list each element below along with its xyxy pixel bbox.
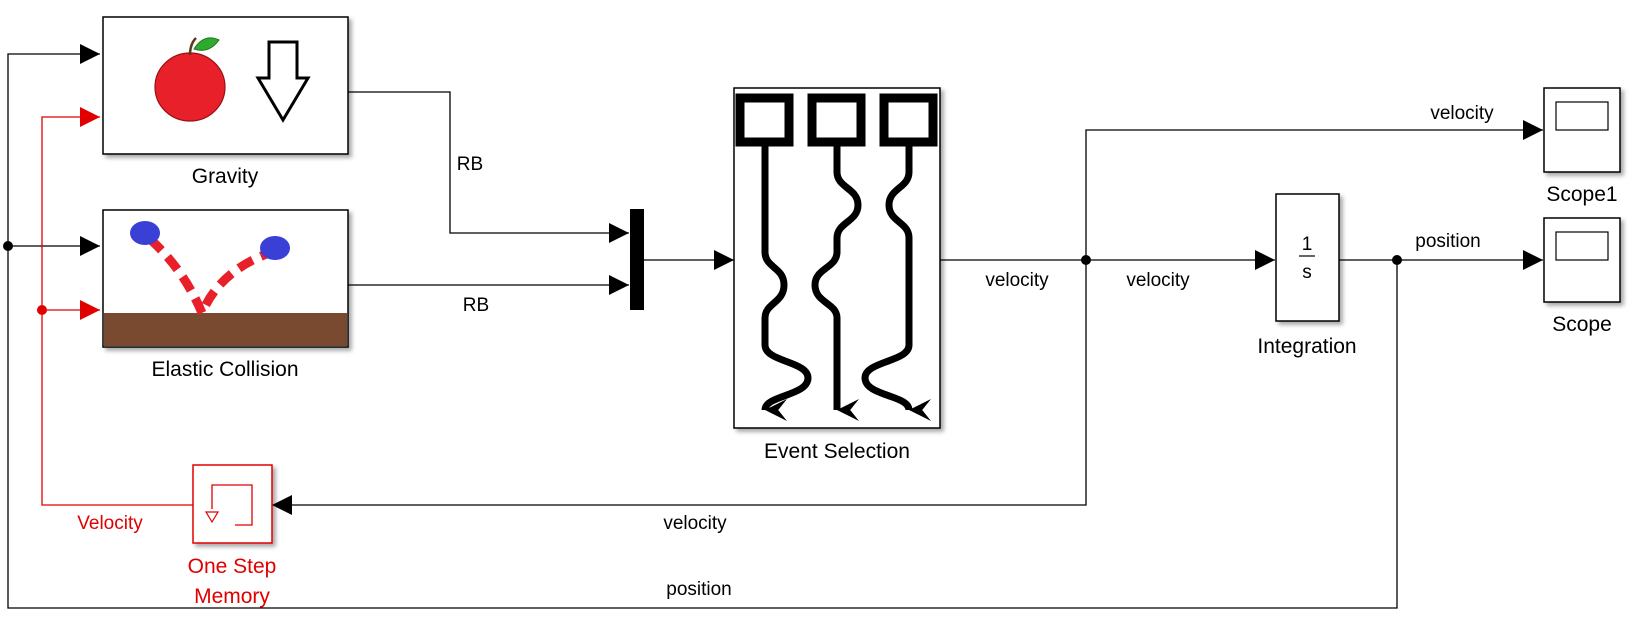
event-routing-icon [761,142,932,422]
bounce-trail-icon [146,235,274,325]
memory-label-line1: One Step [188,555,277,578]
memory-step-icon [211,484,253,526]
mux-block[interactable] [630,209,644,310]
event-selection-label: Event Selection [764,440,910,463]
velocity-to-scope1-label: velocity [1430,103,1494,124]
integration-block[interactable]: 1 s [1275,193,1340,322]
scope-block[interactable] [1543,217,1621,303]
velocity-event-out-label: velocity [985,270,1049,291]
position-feedback-label: position [666,579,732,600]
ball-icon-left [130,221,160,245]
one-step-memory-block[interactable] [192,464,273,544]
apple-icon [154,37,226,122]
ball-icon-right [260,236,290,260]
position-branch-point-right [1392,255,1402,265]
velocity-feedback-label: velocity [663,513,727,534]
integration-label: Integration [1257,335,1356,358]
scope-label: Scope [1552,313,1612,336]
elastic-collision-block[interactable] [102,209,349,348]
rb-gravity-signal-label: RB [457,154,483,175]
ground-icon [104,313,347,346]
gravity-label: Gravity [192,165,259,188]
velocity-scope1-wire[interactable] [1085,120,1543,260]
elastic-collision-label: Elastic Collision [151,358,298,381]
scope1-block[interactable] [1543,87,1621,173]
down-arrow-icon [255,40,311,123]
memory-marker-icon [204,511,220,524]
velocity-feedback-wire[interactable] [272,260,1087,515]
position-branch-point [3,241,13,251]
rb-collision-signal-label: RB [463,295,489,316]
position-to-scope-label: position [1415,231,1481,252]
velocity-to-integrator-label: velocity [1126,270,1190,291]
scope1-label: Scope1 [1546,183,1617,206]
event-selection-block[interactable] [733,87,941,429]
gravity-rb-wire[interactable] [348,91,629,243]
gravity-block[interactable] [102,16,349,155]
position-feedback-wire[interactable] [7,44,1398,609]
integrator-numerator: 1 [1302,234,1313,255]
integrator-denominator: s [1302,262,1312,283]
memory-output-label: Velocity [77,513,143,534]
scope-screen-icon [1555,231,1609,261]
velocity-branch-point [37,305,47,315]
scope-screen-icon [1555,101,1609,131]
memory-label-line2: Memory [194,585,270,608]
